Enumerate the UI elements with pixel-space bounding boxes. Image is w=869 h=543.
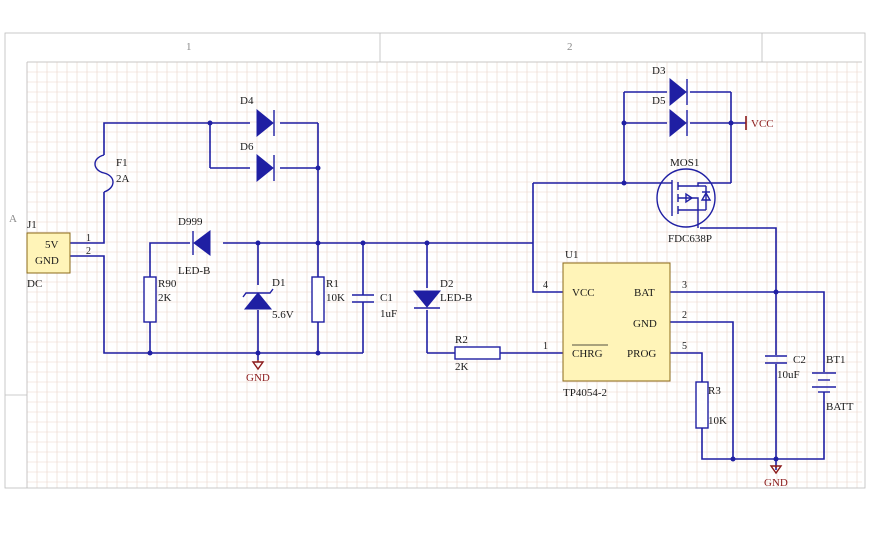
gnd-symbol-right: GND <box>764 465 788 489</box>
j1-pin2-number: 2 <box>86 246 91 257</box>
d1-ref: D1 <box>272 277 285 289</box>
f1-ref: F1 <box>116 157 128 169</box>
zener-d1[interactable]: D1 5.6V <box>242 277 294 321</box>
d6-ref: D6 <box>240 141 254 153</box>
u1-ref: U1 <box>565 249 578 261</box>
u1-pin-bat: BAT <box>634 287 655 299</box>
gnd-right-text: GND <box>764 477 788 489</box>
d999-ref: D999 <box>178 216 203 228</box>
u1-pin-chrg-no: 1 <box>543 341 548 352</box>
d2-ref: D2 <box>440 278 453 290</box>
fuse-f1[interactable]: F1 2A <box>94 154 130 193</box>
c1-ref: C1 <box>380 292 393 304</box>
resistor-r1[interactable]: R1 10K <box>311 276 345 323</box>
j1-pin2-name: GND <box>35 255 59 267</box>
c1-value: 1uF <box>380 308 397 320</box>
connector-j1[interactable]: J1 5V GND 1 2 DC <box>26 219 91 290</box>
d1-value: 5.6V <box>272 309 294 321</box>
bt1-ref: BT1 <box>826 354 846 366</box>
f1-value: 2A <box>116 173 130 185</box>
led-d999[interactable]: D999 LED-B <box>178 216 211 277</box>
diode-d3[interactable]: D3 <box>652 65 688 107</box>
j1-ref: J1 <box>27 219 37 231</box>
r90-ref: R90 <box>158 278 177 290</box>
resistor-r90[interactable]: R90 2K <box>143 276 177 323</box>
u1-pin-gnd: GND <box>633 318 657 330</box>
bt1-value: BATT <box>826 401 854 413</box>
r3-value: 10K <box>708 415 727 427</box>
j1-pin1-name: 5V <box>45 239 59 251</box>
row-label-a: A <box>9 213 17 225</box>
vcc-net-text: VCC <box>751 118 774 130</box>
led-d2[interactable]: D2 LED-B <box>412 278 472 309</box>
r2-ref: R2 <box>455 334 468 346</box>
sheet-border: 1 2 A <box>4 32 866 489</box>
mos1-ref: MOS1 <box>670 157 699 169</box>
gnd-left-text: GND <box>246 372 270 384</box>
r3-ref: R3 <box>708 385 721 397</box>
d3-ref: D3 <box>652 65 666 77</box>
r1-ref: R1 <box>326 278 339 290</box>
r1-value: 10K <box>326 292 345 304</box>
u1-pin-gnd-no: 2 <box>682 310 687 321</box>
vcc-net-label: VCC <box>745 116 774 130</box>
column-label-2: 2 <box>567 41 573 53</box>
gnd-symbol-left: GND <box>246 360 270 384</box>
c2-value: 10uF <box>777 369 800 381</box>
u1-pin-chrg: CHRG <box>572 348 603 360</box>
resistor-r2[interactable]: R2 2K <box>454 334 501 373</box>
wires <box>70 91 825 470</box>
c2-ref: C2 <box>793 354 806 366</box>
battery-bt1[interactable]: BT1 BATT <box>812 354 854 413</box>
r2-value: 2K <box>455 361 469 373</box>
column-label-1: 1 <box>186 41 192 53</box>
diode-d5[interactable]: D5 <box>652 95 688 138</box>
j1-value: DC <box>27 278 42 290</box>
resistor-r3[interactable]: R3 10K <box>695 381 727 429</box>
d2-value: LED-B <box>440 292 472 304</box>
diode-d6[interactable]: D6 <box>240 141 275 183</box>
d5-ref: D5 <box>652 95 666 107</box>
grid <box>26 61 862 488</box>
u1-pin-prog: PROG <box>627 348 656 360</box>
capacitor-c1[interactable]: C1 1uF <box>352 292 397 320</box>
junctions <box>147 120 779 462</box>
diode-d4[interactable]: D4 <box>240 95 275 138</box>
u1-pin-prog-no: 5 <box>682 341 687 352</box>
ic-u1[interactable]: U1 TP4054-2 VCC CHRG BAT GND PROG 4 1 3 … <box>543 249 687 399</box>
u1-pin-vcc: VCC <box>572 287 595 299</box>
d999-value: LED-B <box>178 265 210 277</box>
r90-value: 2K <box>158 292 172 304</box>
u1-pin-bat-no: 3 <box>682 280 687 291</box>
mosfet-mos1[interactable]: MOS1 FDC638P <box>656 157 716 245</box>
u1-pin-vcc-no: 4 <box>543 280 548 291</box>
mos1-value: FDC638P <box>668 233 712 245</box>
j1-pin1-number: 1 <box>86 233 91 244</box>
d4-ref: D4 <box>240 95 254 107</box>
u1-value: TP4054-2 <box>563 387 607 399</box>
capacitor-c2[interactable]: C2 10uF <box>765 354 806 381</box>
